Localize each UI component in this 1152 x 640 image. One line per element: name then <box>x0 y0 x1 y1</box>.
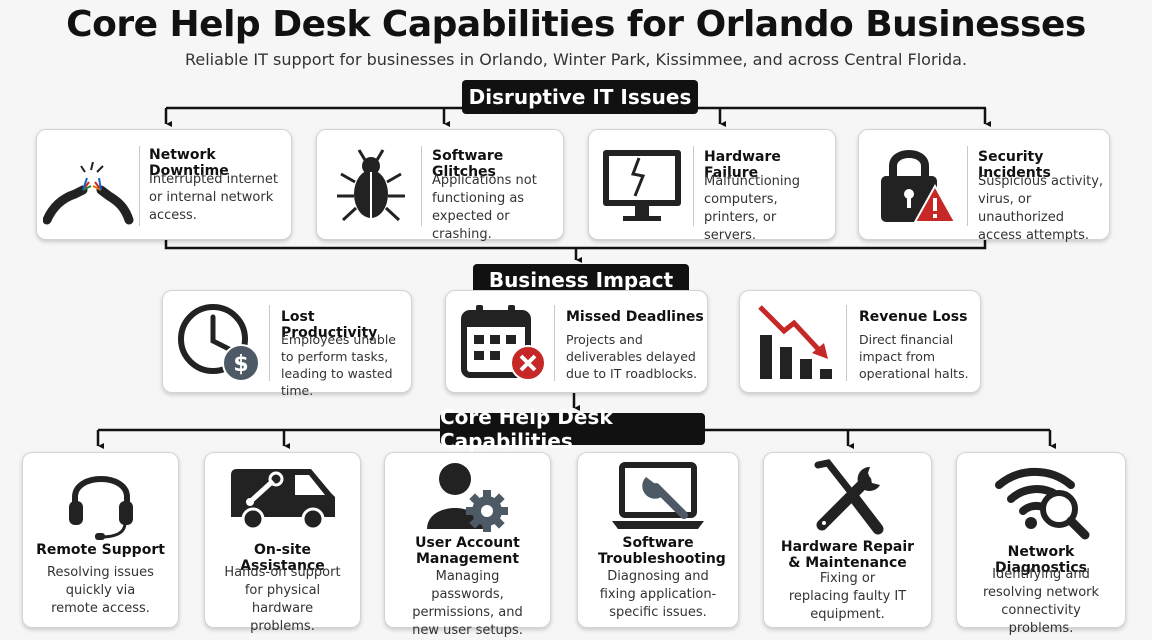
issue-description: Interrupted internet or internal network… <box>149 172 278 223</box>
capability-title: Hardware Repair & Maintenance <box>780 539 915 571</box>
lock-warning-icon <box>881 150 957 223</box>
capability-card-onsite-assistance: On-site Assistance Hands-on support for … <box>204 452 361 634</box>
clock-dollar-icon: $ <box>178 304 260 382</box>
capability-description: Managing passwords, permissions, and new… <box>412 569 523 638</box>
capability-description: Diagnosing and fixing application-specif… <box>599 569 717 620</box>
laptop-wrench-icon <box>612 462 704 529</box>
issue-description: Applications not functioning as expected… <box>432 173 537 242</box>
impact-title: Revenue Loss <box>859 309 968 325</box>
issue-card-security-incidents: Security Incidents Suspicious activity, … <box>858 129 1110 243</box>
capability-card-hardware-repair: Hardware Repair & Maintenance Fixing or … <box>763 452 932 628</box>
capabilities-section-label: Core Help Desk Capabilities <box>440 405 705 453</box>
page-title: Core Help Desk Capabilities for Orlando … <box>66 4 1086 45</box>
capability-description: Fixing or replacing faulty IT equipment. <box>788 571 907 622</box>
wifi-search-icon <box>995 467 1090 540</box>
impact-description: Employees unable to perform tasks, leadi… <box>281 332 396 398</box>
capability-title: User Account Management <box>415 535 520 567</box>
capability-card-software-troubleshooting: Software Troubleshooting Diagnosing and … <box>577 452 739 628</box>
capability-title: Network Diagnostics <box>995 544 1087 576</box>
page-subtitle: Reliable IT support for businesses in Or… <box>184 50 968 69</box>
capability-description: Hands-on support for physical hardware p… <box>224 565 341 634</box>
declining-chart-icon <box>758 305 832 379</box>
capability-description: Resolving issues quickly via remote acce… <box>47 565 154 616</box>
van-icon <box>230 469 335 531</box>
issue-title: Software Glitches <box>432 148 504 180</box>
impact-card-revenue-loss: Revenue Loss Direct financial impact fro… <box>739 290 981 393</box>
issue-title: Hardware Failure <box>704 149 781 181</box>
impact-description: Direct financial impact from operational… <box>859 332 969 381</box>
calendar-x-icon <box>461 305 546 381</box>
impact-card-missed-deadlines: Missed Deadlines Projects and deliverabl… <box>445 290 708 393</box>
broken-cable-icon <box>43 161 134 225</box>
issue-card-software-glitches: Software Glitches Applications not funct… <box>316 129 564 242</box>
issue-title: Network Downtime <box>149 147 229 179</box>
tools-icon <box>814 459 883 535</box>
user-gear-icon <box>426 463 508 532</box>
capability-card-network-diagnostics: Network Diagnostics Identifying and reso… <box>956 452 1126 636</box>
bug-icon <box>337 149 405 222</box>
capability-description: Identifying and resolving network connec… <box>982 567 1100 636</box>
issue-card-network-downtime: Network Downtime Interrupted internet or… <box>36 129 292 240</box>
issue-description: Suspicious activity, virus, or unauthori… <box>978 174 1104 243</box>
svg-text:$: $ <box>233 352 248 377</box>
impact-title: Lost Productivity <box>281 309 378 341</box>
broken-monitor-icon <box>603 150 681 221</box>
issue-card-hardware-failure: Hardware Failure Malfunctioning computer… <box>588 129 836 243</box>
capability-title: Remote Support <box>36 542 165 558</box>
capability-card-user-account-management: User Account Management Managing passwor… <box>384 452 551 638</box>
issue-description: Malfunctioning computers, printers, or s… <box>704 174 801 243</box>
capability-title: Software Troubleshooting <box>598 535 726 567</box>
impact-title: Missed Deadlines <box>566 309 704 325</box>
capability-card-remote-support: Remote Support Resolving issues quickly … <box>22 452 179 628</box>
headset-icon <box>68 476 133 540</box>
issues-section-label: Disruptive IT Issues <box>462 80 698 114</box>
issue-title: Security Incidents <box>978 149 1051 181</box>
impact-description: Projects and deliverables delayed due to… <box>566 332 698 381</box>
capability-title: On-site Assistance <box>240 542 325 574</box>
impact-card-lost-productivity: $ Lost Productivity Employees unable to … <box>162 290 412 398</box>
